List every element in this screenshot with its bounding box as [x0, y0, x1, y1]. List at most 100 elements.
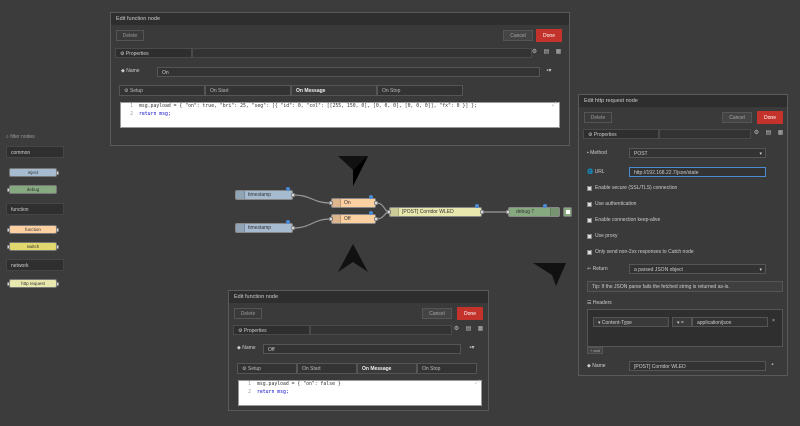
input-port[interactable]	[387, 210, 391, 214]
appearance-icon[interactable]: ▦	[555, 49, 562, 55]
tab-on-stop[interactable]: On Stop	[417, 363, 477, 374]
category-common[interactable]: common	[6, 146, 64, 158]
tab-on-start[interactable]: On Start	[297, 363, 357, 374]
icon-picker[interactable]: ▪▾	[546, 68, 552, 74]
appearance-icon[interactable]: ▦	[477, 326, 484, 332]
expand-editor-icon[interactable]: ⤢	[475, 380, 480, 386]
url-label: 🌐 URL	[587, 169, 605, 175]
input-port[interactable]	[329, 201, 333, 205]
add-header-button[interactable]: + add	[587, 347, 603, 354]
input-port[interactable]	[329, 217, 333, 221]
http-request-node[interactable]: [POST] Corridor WLED	[387, 204, 484, 217]
delete-button[interactable]: Delete	[116, 30, 144, 41]
checkbox-ssl[interactable]	[587, 186, 592, 191]
delete-button[interactable]: Delete	[584, 112, 612, 123]
checkbox-keepalive[interactable]	[587, 218, 592, 223]
cancel-button[interactable]: Cancel	[422, 308, 452, 319]
method-select[interactable]: POST ▾	[629, 148, 766, 158]
edit-function-dialog-off: Edit function node Delete Cancel Done ⚙ …	[228, 290, 489, 411]
chevron-down-icon: ▾	[677, 320, 681, 326]
changed-indicator	[286, 220, 290, 224]
output-port[interactable]	[480, 210, 484, 214]
delete-button[interactable]: Delete	[234, 308, 262, 319]
description-icon[interactable]: ▤	[465, 326, 472, 332]
palette-node-inject[interactable]: inject	[9, 168, 59, 177]
done-button[interactable]: Done	[536, 29, 562, 42]
input-port	[7, 245, 10, 249]
chevron-down-icon: ▾	[759, 151, 762, 157]
tab-on-stop[interactable]: On Stop	[377, 85, 463, 96]
dialog-title: Edit function node	[229, 291, 488, 303]
gear-icon: ⚙	[242, 366, 248, 372]
return-select[interactable]: a parsed JSON object ▾	[629, 264, 766, 274]
output-port[interactable]	[374, 201, 378, 205]
description-icon[interactable]: ▤	[543, 49, 550, 55]
category-network[interactable]: network	[6, 259, 64, 271]
debug-icon	[550, 208, 559, 216]
remove-header-icon[interactable]: ×	[772, 318, 775, 324]
function-node-on[interactable]: On	[329, 195, 378, 208]
description-icon[interactable]: ▤	[765, 130, 772, 136]
inject-node-1[interactable]: timestamp	[235, 187, 295, 200]
changed-indicator	[369, 211, 373, 215]
name-input[interactable]: On	[157, 67, 540, 77]
arrow-down-icon-shadow	[353, 156, 368, 186]
palette-node-debug[interactable]: debug	[7, 185, 57, 194]
output-port[interactable]	[291, 226, 295, 230]
done-button[interactable]: Done	[457, 307, 483, 320]
palette-node-function[interactable]: function	[7, 225, 59, 234]
tab-on-start[interactable]: On Start	[205, 85, 291, 96]
icon-picker[interactable]: ▪▾	[469, 345, 475, 351]
palette-node-switch[interactable]: switch	[7, 242, 59, 251]
palette-node-http-request[interactable]: http request	[7, 279, 59, 288]
header-value-input[interactable]: application/json	[692, 317, 768, 327]
properties-header[interactable]: ⚙ Properties	[115, 48, 192, 58]
output-port[interactable]	[374, 217, 378, 221]
done-button[interactable]: Done	[757, 111, 783, 124]
arrow-up-icon	[338, 244, 368, 272]
search-icon: ⌕	[6, 134, 11, 140]
expand-editor-icon[interactable]: ⤢	[552, 102, 557, 108]
method-label: ▪ Method	[587, 150, 607, 156]
settings-gear-icon[interactable]: ⚙	[453, 326, 460, 332]
category-function[interactable]: function	[6, 203, 64, 215]
url-input[interactable]: http://192.168.22.7/json/state	[629, 167, 766, 177]
palette-filter-input[interactable]: ⌕ filter nodes	[6, 134, 35, 140]
settings-gear-icon[interactable]: ⚙	[753, 130, 760, 136]
icon-picker[interactable]: ▪	[771, 362, 774, 368]
tab-setup[interactable]: ⚙ Setup	[237, 363, 297, 374]
header-value-type[interactable]: ▾ =	[672, 317, 692, 327]
gear-icon: ⚙	[588, 132, 594, 138]
properties-header[interactable]: ⚙ Properties	[583, 129, 659, 139]
settings-gear-icon[interactable]: ⚙	[531, 49, 538, 55]
checkbox-auth[interactable]	[587, 202, 592, 207]
input-port	[7, 228, 10, 232]
tab-on-message[interactable]: On Message	[357, 363, 417, 374]
tab-setup[interactable]: ⚙ Setup	[119, 85, 205, 96]
output-port	[56, 245, 59, 249]
input-port[interactable]	[506, 210, 510, 214]
input-port	[7, 282, 10, 286]
cancel-button[interactable]: Cancel	[503, 30, 533, 41]
output-port[interactable]	[291, 193, 295, 197]
cancel-button[interactable]: Cancel	[722, 112, 752, 123]
output-port	[56, 228, 59, 232]
name-input[interactable]: [POST] Corridor WLED	[629, 361, 766, 371]
function-node-off[interactable]: Off	[329, 211, 378, 224]
checkbox-proxy[interactable]	[587, 234, 592, 239]
appearance-icon[interactable]: ▦	[777, 130, 784, 136]
tab-on-message[interactable]: On Message	[291, 85, 377, 96]
name-input[interactable]: Off	[263, 344, 461, 354]
inject-node-2[interactable]: timestamp	[235, 220, 295, 233]
debug-toggle-button[interactable]	[563, 207, 572, 217]
properties-bar	[310, 325, 452, 335]
dialog-title: Edit http request node	[579, 95, 787, 107]
properties-header[interactable]: ⚙ Properties	[233, 325, 310, 335]
checkbox-non-2xx[interactable]	[587, 250, 592, 255]
header-key-select[interactable]: ▾ Content-Type	[593, 317, 669, 327]
debug-node[interactable]: debug 7	[506, 204, 560, 217]
